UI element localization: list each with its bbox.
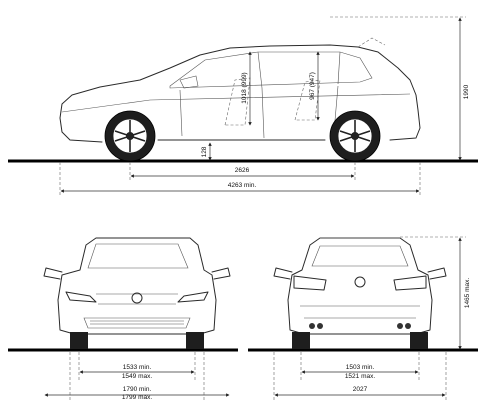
front-lower-grille <box>83 317 191 329</box>
rear-width-label: 2027 <box>353 386 368 393</box>
front-width-min-label: 1790 min. <box>123 386 152 393</box>
side-front-wheel <box>104 110 156 162</box>
front-right-mirror <box>211 267 231 280</box>
rear-left-taillight <box>293 275 327 291</box>
rear-headroom-label: 967 (947) <box>309 72 316 100</box>
front-track-max-label: 1549 max. <box>122 373 153 380</box>
rear-left-mirror <box>273 267 293 280</box>
front-right-headlight <box>177 291 209 303</box>
rear-right-mirror <box>427 267 447 280</box>
side-view: 1990 128 1018 (999) 967 (947) 2626 4263 … <box>8 16 478 196</box>
side-c-pillar <box>337 51 341 85</box>
rear-right-taillight <box>393 275 427 291</box>
rear-badge-icon <box>354 276 366 288</box>
rear-view: 1465 max. 1503 min. 1521 max. 2027 <box>248 236 478 400</box>
front-left-headlight <box>65 291 97 303</box>
rear-right-tire <box>410 332 428 349</box>
rear-window <box>311 245 409 267</box>
side-mirror <box>179 75 199 89</box>
front-view: 1533 min. 1549 max. 1790 min. 1799 max. <box>8 237 238 401</box>
rear-track-min-label: 1503 min. <box>346 364 375 371</box>
front-width-max-label: 1799 max. <box>122 394 153 401</box>
front-badge-icon <box>131 292 143 304</box>
front-left-tire <box>70 332 88 349</box>
front-body-outline <box>57 237 217 335</box>
front-right-tire <box>186 332 204 349</box>
front-windshield <box>87 243 189 269</box>
side-b-pillar <box>257 51 263 89</box>
side-character-line <box>61 93 411 113</box>
wheelbase-label: 2626 <box>235 167 250 174</box>
front-grille-slats <box>90 320 184 325</box>
rear-exhaust <box>309 323 411 329</box>
side-rear-wheel <box>329 110 381 162</box>
rear-body-outline <box>287 237 433 335</box>
rear-track-max-label: 1521 max. <box>345 373 376 380</box>
front-upper-grille <box>96 293 178 305</box>
front-track-min-label: 1533 min. <box>123 364 152 371</box>
front-left-mirror <box>43 267 63 280</box>
rear-left-tire <box>292 332 310 349</box>
front-headroom-label: 1018 (999) <box>241 72 248 103</box>
side-windows <box>169 51 373 89</box>
ground-clearance-label: 128 <box>201 146 208 157</box>
side-hatch-open-arc <box>357 37 386 48</box>
length-label: 4263 min. <box>228 182 257 189</box>
rear-bumper-lines <box>300 305 420 319</box>
side-body-outline <box>59 44 421 143</box>
side-height-label: 1990 <box>463 84 470 99</box>
rear-height-label: 1465 max. <box>464 278 471 309</box>
